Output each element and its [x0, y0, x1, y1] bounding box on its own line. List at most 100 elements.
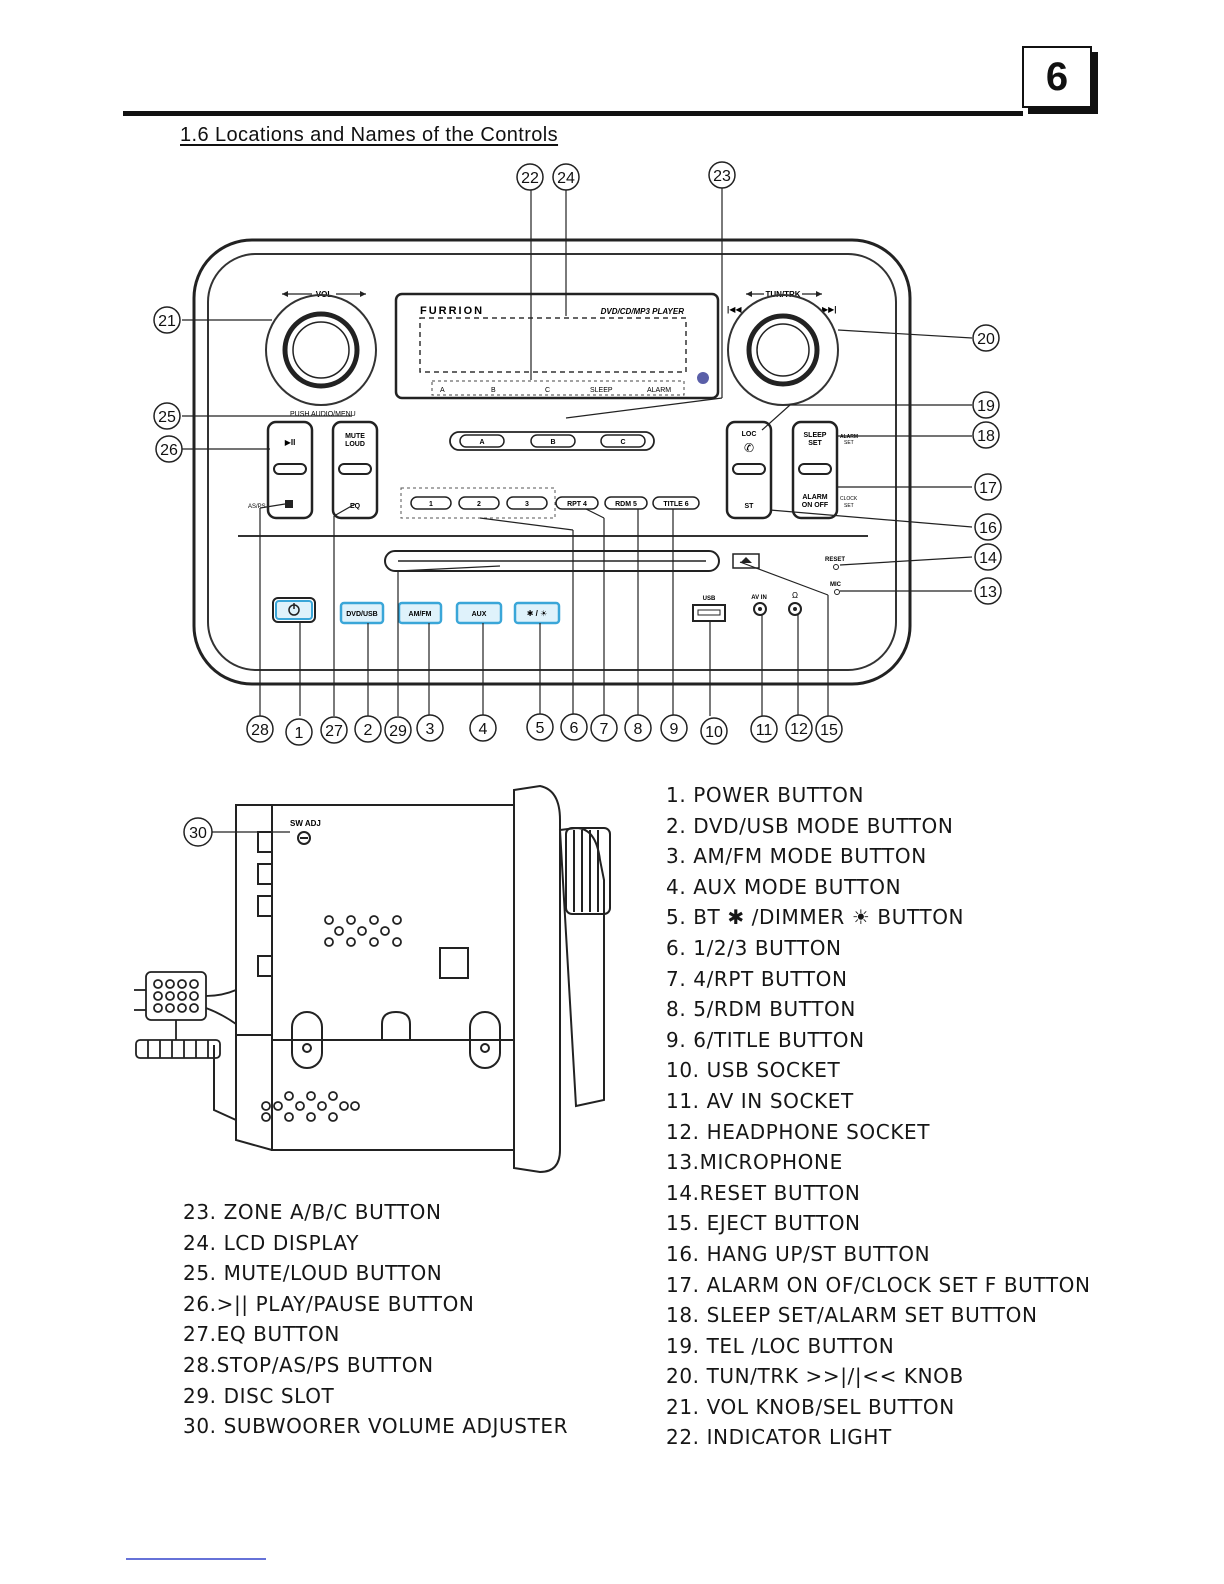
inner-housing — [207, 253, 897, 671]
indicator-light — [697, 372, 709, 384]
play-pause-stop-rocker — [266, 420, 314, 520]
list-item: 22. INDICATOR LIGHT — [666, 1425, 892, 1450]
side-tab — [439, 947, 469, 979]
list-item: 15. EJECT BUTTON — [666, 1211, 861, 1236]
list-item: 28.STOP/AS/PS BUTTON — [183, 1352, 434, 1377]
eject-button — [732, 553, 760, 569]
display-caption: DVD/CD/MP3 PLAYER — [601, 307, 685, 316]
callout-24 — [552, 163, 580, 191]
sleep-set-label: SET — [808, 440, 822, 447]
controls-list-right: 1. POWER BUTTON 2. DVD/USB MODE BUTTON 3… — [666, 780, 1091, 1453]
svg-text:SET: SET — [844, 503, 854, 509]
svg-text:10: 10 — [705, 724, 723, 741]
rpt-4-button — [555, 496, 599, 510]
list-item: 25. MUTE/LOUD BUTTON — [183, 1261, 443, 1286]
callout-25 — [153, 402, 181, 430]
svg-text:25: 25 — [158, 409, 176, 426]
sw-adj-screw — [297, 831, 311, 845]
sw-adj-label: SW ADJ — [290, 819, 321, 828]
eq-label: EQ — [350, 503, 361, 510]
eject-icon — [740, 557, 752, 563]
list-item: 4. AUX MODE BUTTON — [666, 874, 902, 899]
list-item: 24. LCD DISPLAY — [183, 1230, 360, 1255]
indicator-strip — [431, 380, 685, 396]
st-label: ST — [745, 503, 755, 510]
svg-text:19: 19 — [977, 398, 995, 415]
svg-text:RDM 5: RDM 5 — [615, 501, 637, 508]
av-in-label: AV IN — [751, 595, 767, 601]
list-item: 12. HEADPHONE SOCKET — [666, 1119, 931, 1144]
svg-text:9: 9 — [670, 721, 679, 738]
sleep-alarm-rocker — [791, 420, 839, 520]
preset-3-button — [506, 496, 548, 510]
callout-23 — [708, 161, 736, 189]
svg-text:27: 27 — [325, 723, 343, 740]
callout-7 — [590, 714, 618, 742]
svg-text:2: 2 — [364, 722, 373, 739]
phone-icon: ✆ — [744, 441, 754, 455]
title-6-button — [652, 496, 700, 510]
list-item: 23. ZONE A/B/C BUTTON — [183, 1200, 442, 1224]
callout-5 — [526, 713, 554, 741]
zone-c-button — [600, 434, 646, 448]
callout-30 — [183, 817, 213, 847]
am-fm-button — [397, 601, 443, 625]
indicator-a: A — [440, 387, 445, 394]
loc-st-rocker — [725, 420, 773, 520]
callout-4 — [469, 714, 497, 742]
callout-21 — [153, 306, 181, 334]
svg-text:24: 24 — [557, 170, 575, 187]
svg-text:12: 12 — [790, 721, 808, 738]
list-item: 11. AV IN SOCKET — [666, 1088, 854, 1113]
callout-19 — [972, 391, 1000, 419]
leader-lines — [182, 188, 973, 833]
callout-26 — [155, 435, 183, 463]
svg-text:B: B — [550, 439, 555, 446]
mic-hole — [834, 589, 840, 595]
list-item: 2. DVD/USB MODE BUTTON — [666, 813, 954, 838]
svg-text:16: 16 — [979, 520, 997, 537]
section-title: 1.6 Locations and Names of the Controls — [180, 124, 559, 146]
stop-symbol — [285, 500, 293, 508]
list-item: 17. ALARM ON OF/CLOCK SET F BUTTON — [666, 1272, 1091, 1297]
disc-slot — [384, 550, 720, 572]
svg-text:11: 11 — [756, 722, 773, 739]
reset-hole — [833, 564, 839, 570]
list-item: 6. 1/2/3 BUTTON — [666, 935, 842, 960]
svg-text:C: C — [620, 439, 625, 446]
svg-text:15: 15 — [820, 722, 838, 739]
list-item: 30. SUBWOORER VOLUME ADJUSTER — [183, 1414, 569, 1439]
list-item: 1. POWER BUTTON — [666, 783, 865, 807]
usb-label: USB — [703, 596, 716, 602]
svg-text:23: 23 — [713, 168, 731, 185]
callout-18 — [972, 421, 1000, 449]
on-off-label: ON OFF — [802, 502, 829, 509]
rdm-5-button — [604, 496, 648, 510]
callout-12 — [785, 714, 813, 742]
vent-holes — [261, 915, 402, 1122]
svg-text:22: 22 — [521, 170, 539, 187]
preset-2-button — [458, 496, 500, 510]
lcd-display — [394, 292, 720, 400]
vol-knob-ring — [265, 294, 377, 406]
svg-text:TITLE 6: TITLE 6 — [663, 501, 688, 508]
svg-text:28: 28 — [251, 722, 269, 739]
bt-dimmer-button — [513, 601, 561, 625]
zone-b-button — [530, 434, 576, 448]
svg-text:DVD/USB: DVD/USB — [346, 611, 378, 618]
dvd-usb-button — [339, 601, 385, 625]
callout-15 — [815, 715, 843, 743]
svg-text:4: 4 — [479, 721, 488, 738]
next-track-symbol: ▶▶| — [822, 305, 837, 314]
svg-text:20: 20 — [977, 331, 995, 348]
vol-knob — [282, 311, 360, 389]
controls-list-left: 23. ZONE A/B/C BUTTON 24. LCD DISPLAY 25… — [183, 1197, 568, 1442]
list-item: 13.MICROPHONE — [666, 1150, 843, 1175]
indicator-b: B — [491, 387, 496, 394]
list-item: 7. 4/RPT BUTTON — [666, 966, 848, 991]
brand-logo: FURRION — [420, 305, 484, 317]
list-item: 9. 6/TITLE BUTTON — [666, 1027, 865, 1052]
callout-14 — [974, 543, 1002, 571]
svg-text:SET: SET — [844, 440, 854, 446]
